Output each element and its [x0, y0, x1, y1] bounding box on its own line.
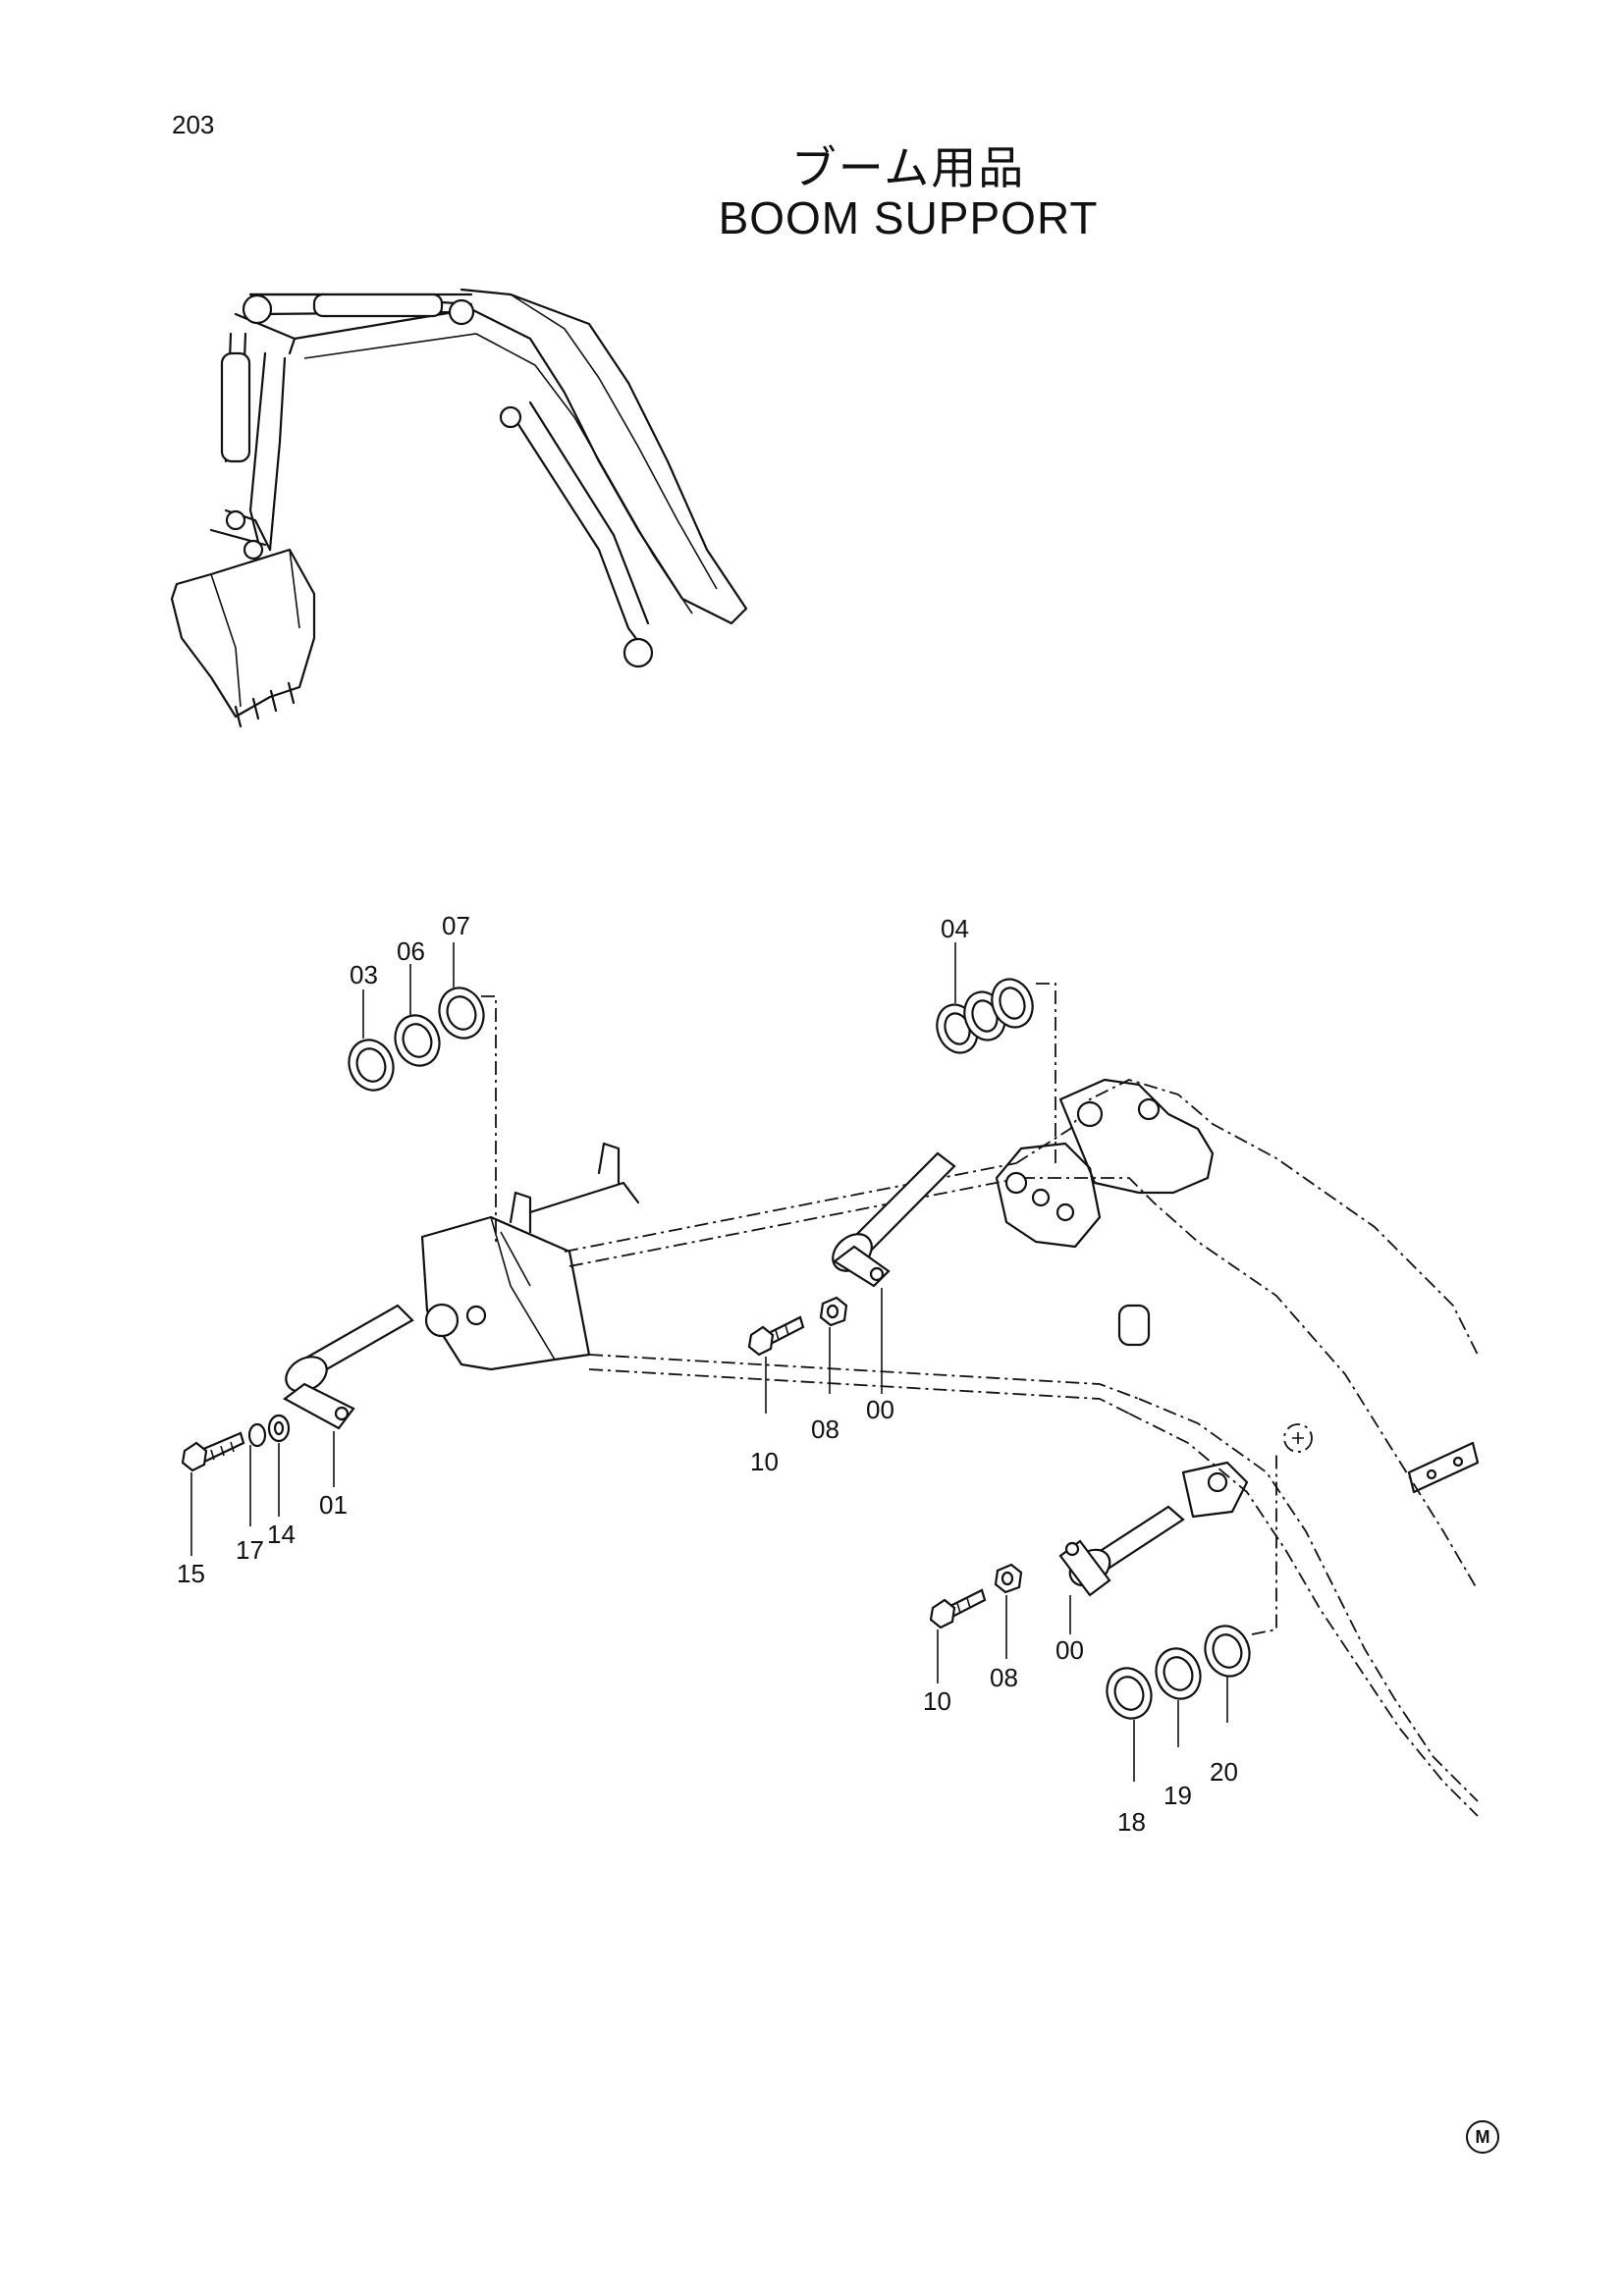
callout-14: 14	[267, 1520, 296, 1549]
callout-03: 03	[350, 960, 378, 989]
shims-03-06-07	[348, 987, 497, 1247]
callout-10-upper: 10	[750, 1447, 779, 1476]
leader-lines	[190, 942, 1228, 1782]
callout-07: 07	[442, 911, 470, 940]
callout-15: 15	[177, 1559, 205, 1588]
callout-08-upper: 08	[811, 1415, 839, 1444]
callout-17: 17	[236, 1535, 264, 1565]
callout-00-upper: 00	[866, 1395, 894, 1424]
callout-19: 19	[1163, 1781, 1192, 1810]
fasteners	[181, 1296, 1023, 1629]
pin-00-upper	[832, 1151, 956, 1288]
callout-labels: 03 06 07 04 15 17 14 01 10 08 00 10 08 0…	[177, 911, 1238, 1837]
page-number: 203	[172, 110, 215, 139]
callout-20: 20	[1210, 1757, 1238, 1787]
shims-18-19-20	[1106, 1453, 1277, 1720]
callout-10-lower: 10	[923, 1686, 951, 1716]
boom-assembly	[420, 1078, 1480, 1817]
callout-06: 06	[397, 936, 425, 966]
callout-01: 01	[319, 1490, 348, 1520]
corner-m-mark: M	[1466, 2120, 1499, 2154]
callout-00-lower: 00	[1055, 1635, 1084, 1665]
pin-00-lower	[1058, 1505, 1185, 1597]
pin-01-foot	[282, 1304, 414, 1430]
title-japanese: ブーム用品	[790, 141, 1026, 194]
title-english: BOOM SUPPORT	[718, 192, 1099, 243]
callout-08-lower: 08	[990, 1663, 1018, 1692]
excavator-overview-illustration	[170, 288, 748, 728]
shims-04	[936, 978, 1056, 1163]
callout-18: 18	[1117, 1807, 1146, 1837]
callout-04: 04	[941, 914, 969, 943]
